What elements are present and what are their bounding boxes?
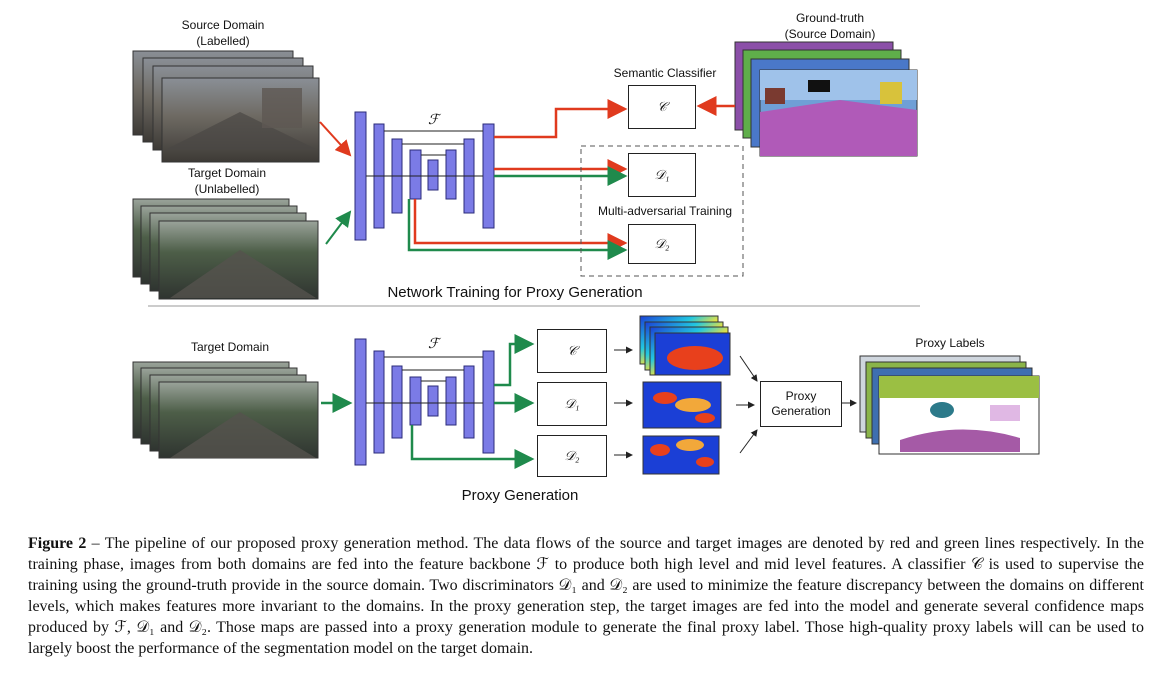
pipeline-diagram [132, 41, 1040, 475]
training-section-title: Network Training for Proxy Generation [387, 284, 643, 301]
source-to-backbone-arrow [319, 121, 352, 157]
proxy-labels-stack [859, 355, 1040, 455]
target-to-backbone-arrow [325, 210, 352, 245]
backbone-network-bottom [354, 338, 495, 466]
ground-truth-title: Ground-truth [795, 11, 865, 25]
backbone-symbol-bottom: ℱ [428, 337, 440, 352]
bottom-classifier-flow-arrow [494, 334, 535, 387]
bottom-d2-flow-arrow [410, 425, 535, 469]
d2-target-flow-arrow [407, 199, 628, 260]
target-domain-title: Target Domain [187, 166, 267, 180]
classifier-box-top: 𝒞 [628, 85, 696, 129]
classifier-flow-arrow [494, 99, 628, 139]
target-domain-subtitle: (Unlabelled) [194, 182, 260, 196]
d2-box-bottom: 𝒟₂ [537, 435, 607, 477]
d1-box-top: 𝒟₁ [628, 153, 696, 197]
source-domain-title: Source Domain [181, 18, 265, 32]
d2-source-flow-arrow [413, 199, 628, 253]
backbone-network-top [354, 111, 495, 241]
ground-truth-stack [734, 41, 918, 157]
semantic-classifier-label: Semantic Classifier [613, 66, 717, 80]
d2-confidence-map [642, 435, 720, 475]
bottom-target-image-stack [132, 361, 319, 459]
pipeline-figure: Source Domain (Labelled) Target Domain (… [132, 11, 1040, 504]
ground-truth-subtitle: (Source Domain) [784, 27, 876, 41]
proxy-generation-box-line1: Proxy [785, 389, 817, 403]
proxy-labels-title: Proxy Labels [915, 336, 985, 350]
bottom-target-domain-label: Target Domain [190, 340, 270, 354]
classifier-box-bottom: 𝒞 [537, 329, 607, 373]
caption-label: Figure 2 [28, 535, 87, 552]
caption-text: – The pipeline of our proposed proxy gen… [28, 535, 1145, 657]
backbone-symbol-top: ℱ [428, 113, 440, 128]
target-image-stack [132, 198, 319, 300]
figure-caption: Figure 2 – The pipeline of our proposed … [28, 533, 1144, 659]
multi-adversarial-region [580, 145, 744, 277]
classifier-confidence-maps [639, 315, 731, 376]
proxy-generation-section-title: Proxy Generation [461, 487, 579, 504]
d1-box-bottom: 𝒟₁ [537, 382, 607, 426]
proxy-generation-box-line2: Generation [771, 404, 831, 418]
d2-box-top: 𝒟₂ [628, 224, 696, 264]
source-domain-subtitle: (Labelled) [196, 34, 250, 48]
source-image-stack [132, 50, 320, 163]
d1-confidence-map [642, 381, 722, 429]
proxy-generation-box: Proxy Generation [760, 381, 842, 427]
multi-adversarial-label: Multi-adversarial Training [597, 204, 733, 218]
